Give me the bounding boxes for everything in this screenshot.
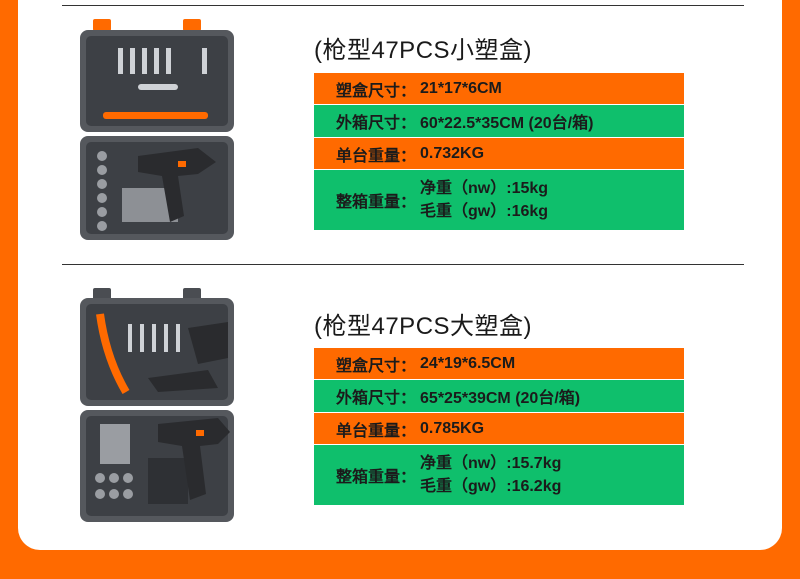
spec-label: 单台重量： bbox=[336, 147, 417, 165]
spec-label: 整箱重量： bbox=[336, 469, 417, 486]
spec-label: 外箱尺寸： bbox=[336, 390, 417, 407]
spec-carton-size: 外箱尺寸： 60*22.5*35CM (20台/箱) bbox=[314, 105, 684, 137]
spec-value: 65*25*39CM (20台/箱) bbox=[420, 390, 581, 407]
large-case-toolkit-image bbox=[78, 288, 238, 531]
content-card: (枪型47PCS小塑盒) 塑盒尺寸： 21*17*6CM 外箱尺寸： 60*22… bbox=[18, 0, 782, 550]
spec-value: 0.732KG bbox=[420, 144, 485, 162]
spec-label: 整箱重量： bbox=[336, 194, 417, 211]
spec-value: 24*19*6.5CM bbox=[420, 354, 516, 372]
spec-label: 塑盒尺寸： bbox=[336, 82, 417, 100]
middle-divider bbox=[62, 264, 744, 265]
net-weight-value: 净重（nw）:15.7kg bbox=[420, 455, 562, 472]
spec-carton-weight: 整箱重量： 净重（nw）:15.7kg 毛重（gw）:16.2kg bbox=[314, 445, 684, 505]
small-case-toolkit-image bbox=[78, 16, 238, 249]
product-title: (枪型47PCS大塑盒) bbox=[314, 313, 533, 340]
product-title: (枪型47PCS小塑盒) bbox=[314, 37, 533, 64]
spec-unit-weight: 单台重量： 0.732KG bbox=[314, 138, 684, 169]
top-divider bbox=[62, 5, 744, 6]
spec-label: 塑盒尺寸： bbox=[336, 357, 417, 375]
gross-weight-value: 毛重（gw）:16kg bbox=[420, 203, 549, 220]
spec-unit-weight: 单台重量： 0.785KG bbox=[314, 413, 684, 444]
spec-box-size: 塑盒尺寸： 24*19*6.5CM bbox=[314, 348, 684, 379]
spec-value: 60*22.5*35CM (20台/箱) bbox=[420, 115, 594, 132]
spec-label: 外箱尺寸： bbox=[336, 115, 417, 132]
spec-label: 单台重量： bbox=[336, 422, 417, 440]
spec-box-size: 塑盒尺寸： 21*17*6CM bbox=[314, 73, 684, 104]
spec-carton-size: 外箱尺寸： 65*25*39CM (20台/箱) bbox=[314, 380, 684, 412]
spec-value: 0.785KG bbox=[420, 419, 485, 437]
spec-carton-weight: 整箱重量： 净重（nw）:15kg 毛重（gw）:16kg bbox=[314, 170, 684, 230]
gross-weight-value: 毛重（gw）:16.2kg bbox=[420, 478, 562, 495]
net-weight-value: 净重（nw）:15kg bbox=[420, 180, 549, 197]
spec-value: 21*17*6CM bbox=[420, 79, 502, 97]
